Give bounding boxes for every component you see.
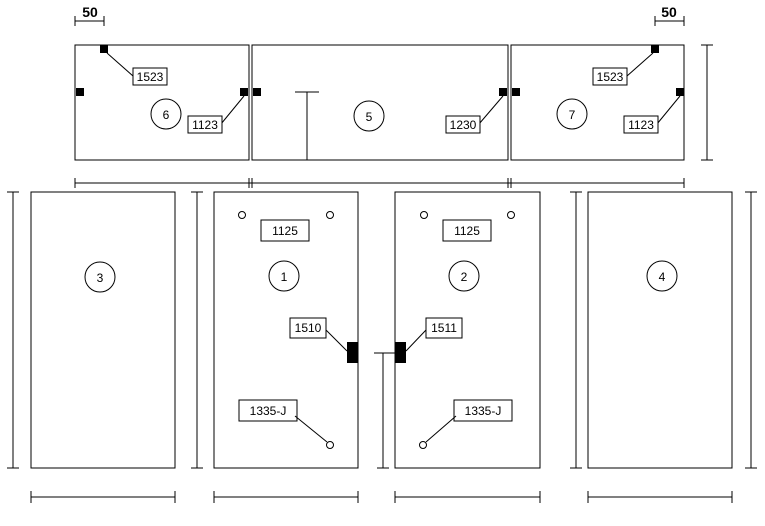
panel-5-number: 5 — [366, 110, 373, 124]
panel-2-number: 2 — [461, 270, 468, 284]
label-box-1523-p6 — [132, 67, 168, 86]
panel-5 — [251, 44, 509, 161]
dimension-left: 50 — [74, 4, 105, 26]
code-1123-p6: 1123 — [192, 118, 218, 132]
panel-7 — [510, 44, 685, 161]
panel-5-marker — [353, 100, 385, 132]
label-box-1230-p5 — [445, 115, 481, 134]
dimension-right: 50 — [654, 4, 685, 26]
label-box-1510-p1 — [289, 317, 327, 339]
dimension-left-label: 50 — [82, 4, 98, 20]
code-1511-p2: 1511 — [431, 321, 457, 335]
panel-1-marker — [268, 260, 300, 292]
dimension-bottom-heights — [7, 191, 757, 469]
dimension-right-label: 50 — [661, 4, 677, 20]
dimension-top-height — [701, 44, 713, 161]
panel-3 — [30, 191, 176, 469]
panel-2-hole-bottom — [419, 441, 427, 449]
code-1125-p2: 1125 — [454, 224, 480, 238]
label-box-1335J-p1 — [238, 399, 298, 422]
panel-1-hole-top-right — [326, 211, 334, 219]
code-1335J-p1: 1335-J — [250, 404, 287, 418]
handle-1511-p2 — [395, 342, 406, 363]
label-box-1125-p1 — [260, 219, 310, 242]
hardware-1523-p6 — [100, 45, 108, 53]
panel-6-number: 6 — [163, 108, 170, 122]
hardware-1123-p6 — [240, 88, 248, 96]
hardware-left-p6 — [76, 88, 84, 96]
code-1523-p7: 1523 — [597, 70, 624, 84]
hardware-left-p7 — [512, 88, 520, 96]
code-1123-p7: 1123 — [628, 118, 654, 132]
code-1523-p6: 1523 — [137, 70, 164, 84]
label-box-1523-p7 — [592, 67, 628, 86]
dimension-bottom-widths — [30, 491, 733, 503]
code-1125-p1: 1125 — [272, 224, 298, 238]
label-box-1511-p2 — [425, 317, 463, 339]
panel-6 — [74, 44, 250, 161]
dimension-top-widths — [74, 178, 685, 188]
hardware-1123-p7 — [676, 88, 684, 96]
label-box-1125-p2 — [442, 219, 492, 242]
code-1230-p5: 1230 — [450, 118, 477, 132]
panel-7-marker — [556, 98, 588, 130]
code-1335J-p2: 1335-J — [465, 404, 502, 418]
panel-3-marker — [84, 261, 116, 293]
label-box-1123-p7 — [623, 115, 659, 134]
panel-1-number: 1 — [281, 270, 288, 284]
panel-1-hole-top-left — [238, 211, 246, 219]
hardware-left-p5 — [253, 88, 261, 96]
handle-1510-p1 — [347, 342, 358, 363]
code-1510-p1: 1510 — [295, 321, 322, 335]
panel-4 — [587, 191, 733, 469]
panel-1-hole-bottom — [326, 441, 334, 449]
panel-4-marker — [646, 260, 678, 292]
panel-7-number: 7 — [569, 108, 576, 122]
panel-3-number: 3 — [97, 271, 104, 285]
hardware-1230-p5 — [499, 88, 507, 96]
panel-2-marker — [448, 260, 480, 292]
panel-2-hole-top-left — [420, 211, 428, 219]
label-box-1335J-p2 — [453, 399, 513, 422]
label-box-1123-p6 — [187, 115, 223, 134]
panel-6-marker — [150, 98, 182, 130]
panel-4-number: 4 — [659, 270, 666, 284]
hardware-1523-p7 — [651, 45, 659, 53]
panel-2-hole-top-right — [507, 211, 515, 219]
